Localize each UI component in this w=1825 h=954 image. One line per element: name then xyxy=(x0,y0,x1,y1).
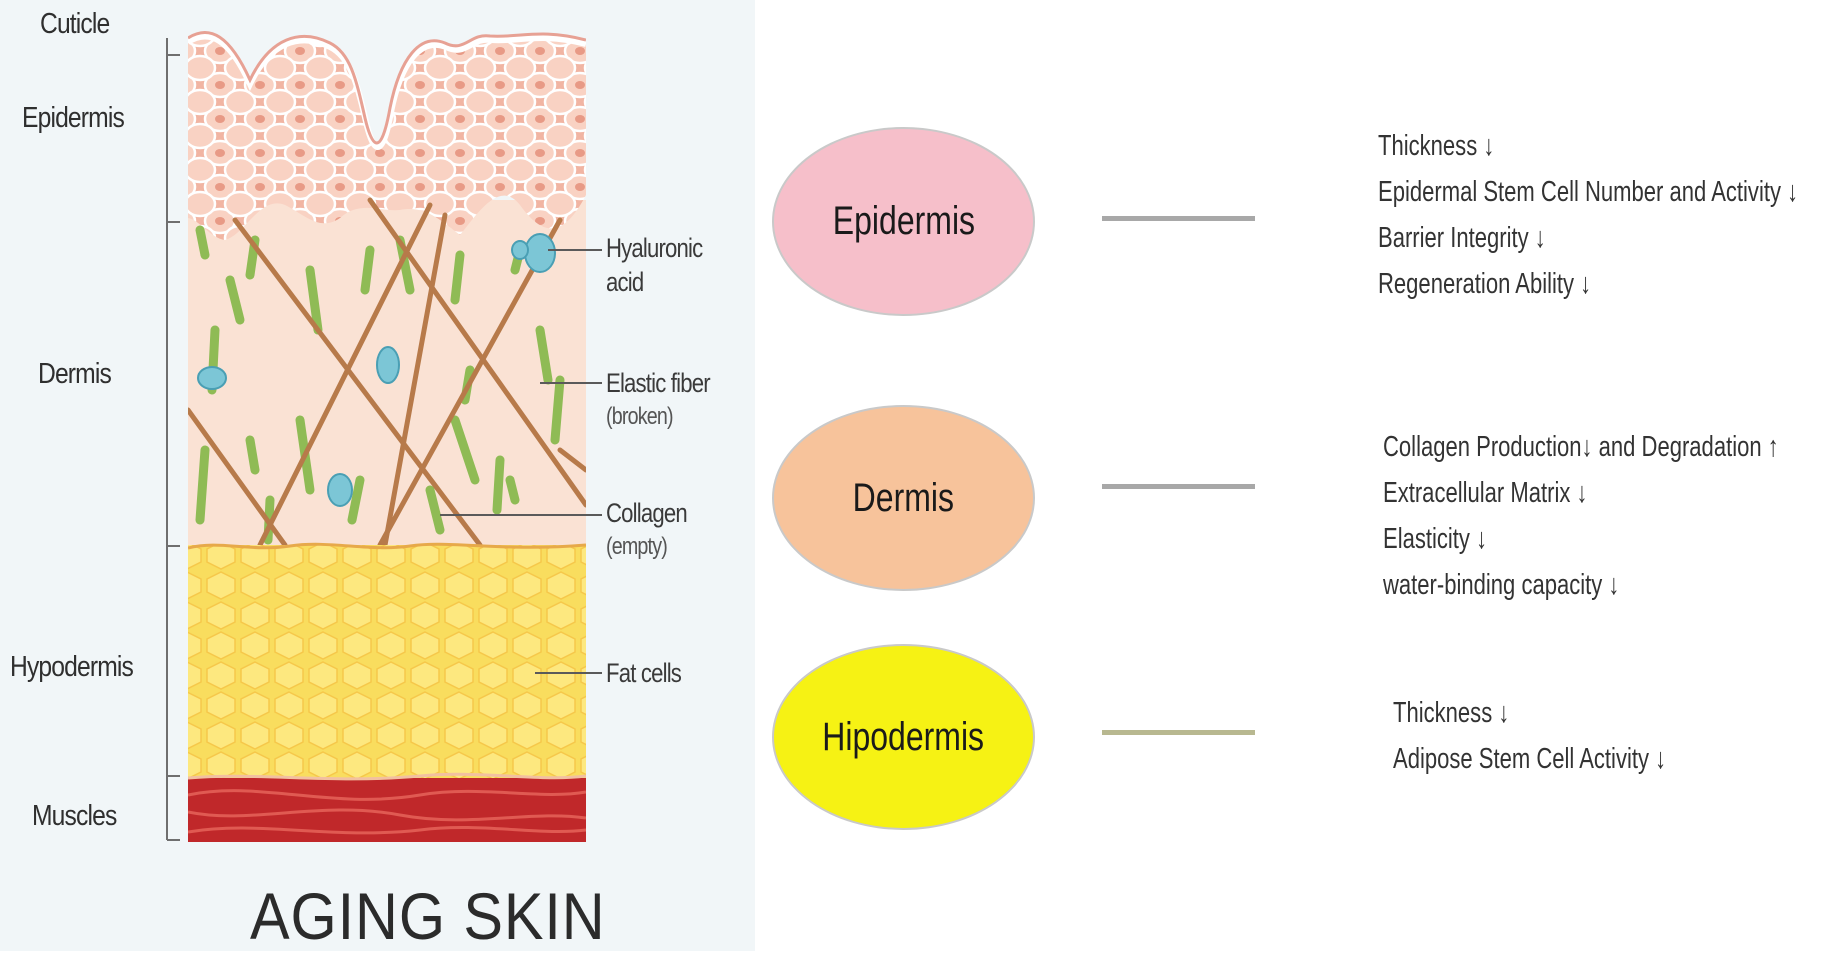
effect-item: Collagen Production↓ and Degradation ↑ xyxy=(1383,424,1779,470)
effect-item: Epidermal Stem Cell Number and Activity … xyxy=(1378,169,1798,215)
effect-item: Barrier Integrity ↓ xyxy=(1378,215,1798,261)
annotation-label: Fat cells xyxy=(606,656,681,690)
layer-label-cuticle: Cuticle xyxy=(40,8,109,41)
effect-item: Thickness ↓ xyxy=(1378,123,1798,169)
effect-item: Elasticity ↓ xyxy=(1383,516,1779,562)
effect-item: Regeneration Ability ↓ xyxy=(1378,261,1798,307)
layer-ellipse-epidermis: Epidermis xyxy=(772,127,1035,316)
annotation-hyaluronic-acid: Hyaluronic acid xyxy=(606,231,702,299)
annotation-elastic-fiber: Elastic fiber (broken) xyxy=(606,366,710,434)
ellipse-label: Hipodermis xyxy=(823,715,985,760)
annotation-collagen: Collagen (empty) xyxy=(606,496,687,564)
annotation-label: Elastic fiber xyxy=(606,366,710,400)
effects-list-dermis: Collagen Production↓ and Degradation ↑ E… xyxy=(1383,424,1779,608)
effect-item: water-binding capacity ↓ xyxy=(1383,562,1779,608)
effect-item: Thickness ↓ xyxy=(1393,690,1666,736)
fat-layer xyxy=(188,545,586,780)
connector-line-epidermis xyxy=(1102,216,1255,221)
layer-label-hypodermis: Hypodermis xyxy=(10,651,133,684)
layer-label-dermis: Dermis xyxy=(38,358,111,391)
ellipse-label: Epidermis xyxy=(832,199,974,244)
connector-line-dermis xyxy=(1102,484,1255,489)
annotation-label: Hyaluronic xyxy=(606,231,702,265)
connector-line-hipodermis xyxy=(1102,730,1255,735)
layer-label-muscles: Muscles xyxy=(32,800,116,833)
annotation-sub: acid xyxy=(606,265,702,299)
layer-ellipse-dermis: Dermis xyxy=(772,405,1035,591)
annotation-sub: (empty) xyxy=(606,530,687,564)
annotation-label: Collagen xyxy=(606,496,687,530)
effects-list-epidermis: Thickness ↓ Epidermal Stem Cell Number a… xyxy=(1378,123,1798,307)
effects-list-hipodermis: Thickness ↓ Adipose Stem Cell Activity ↓ xyxy=(1393,690,1666,782)
annotation-fat-cells: Fat cells xyxy=(606,656,681,690)
effect-item: Adipose Stem Cell Activity ↓ xyxy=(1393,736,1666,782)
effect-item: Extracellular Matrix ↓ xyxy=(1383,470,1779,516)
diagram-title: AGING SKIN xyxy=(250,878,606,954)
ellipse-label: Dermis xyxy=(853,476,954,521)
layer-ellipse-hipodermis: Hipodermis xyxy=(772,644,1035,830)
layer-label-epidermis: Epidermis xyxy=(22,102,124,135)
annotation-sub: (broken) xyxy=(606,400,710,434)
layer-bracket xyxy=(167,38,180,840)
